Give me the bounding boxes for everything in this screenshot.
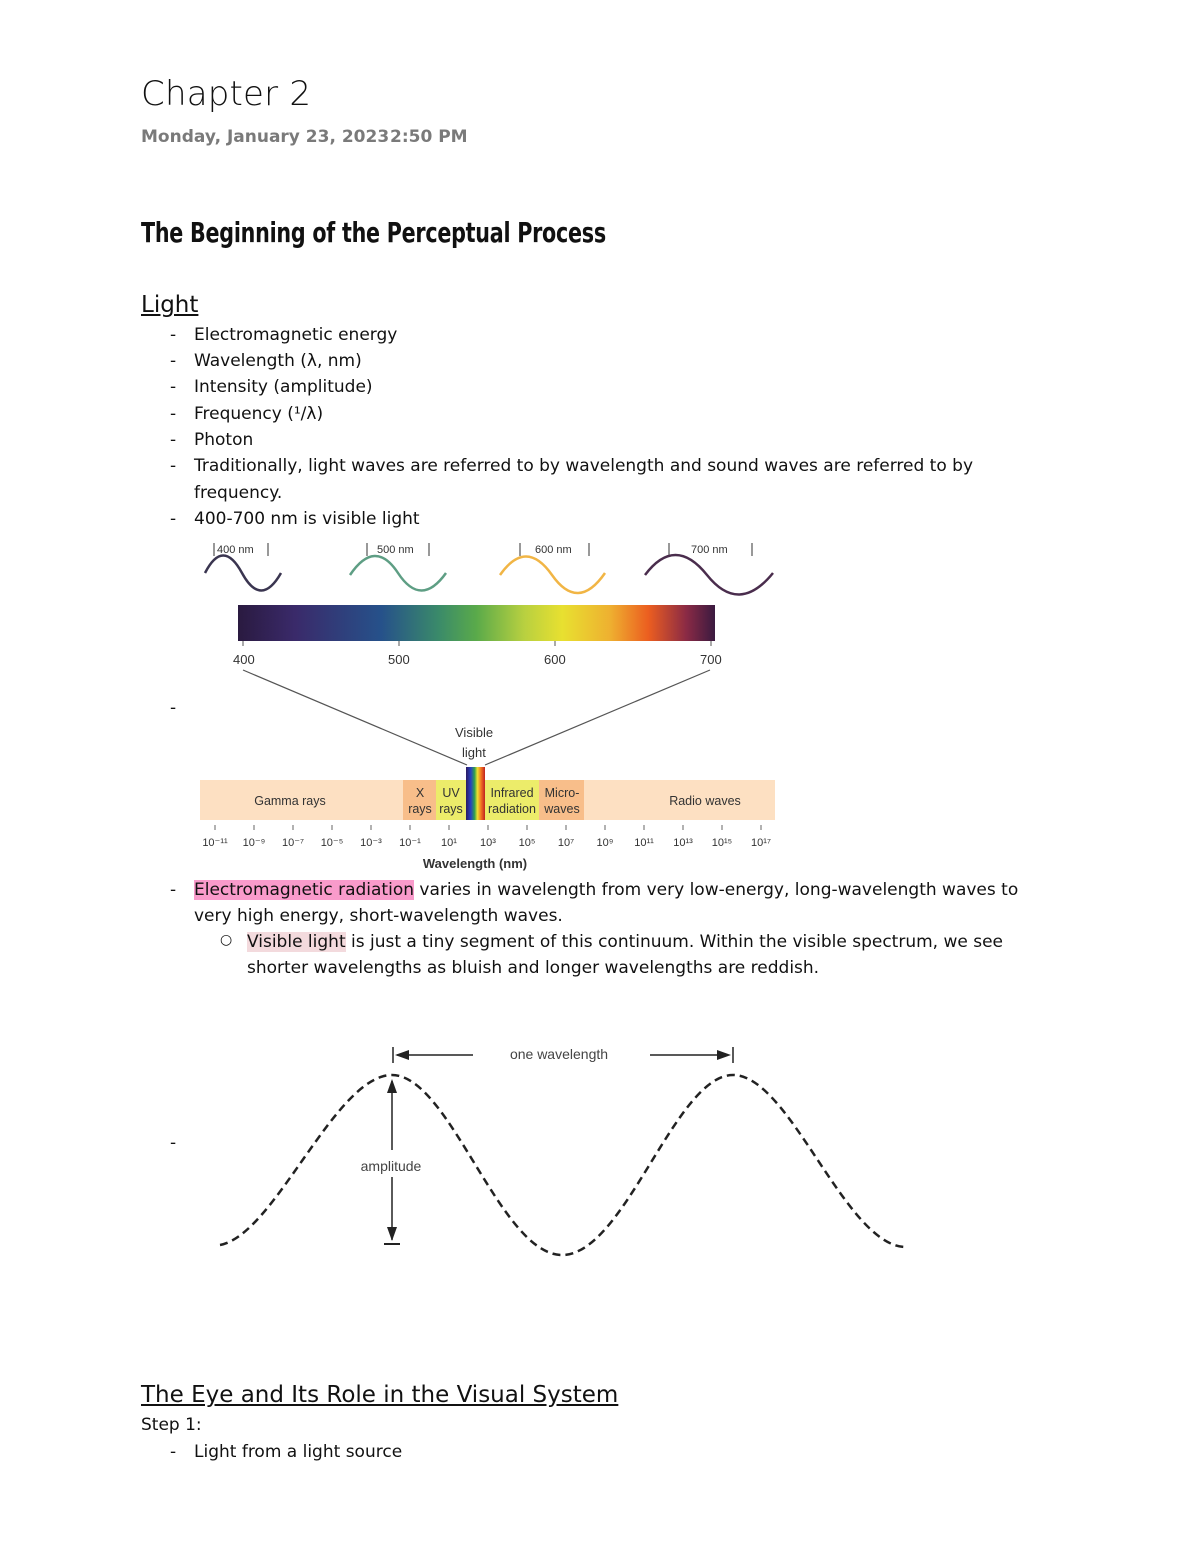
wave-600-icon bbox=[498, 555, 607, 595]
band-x: rays bbox=[408, 802, 432, 816]
wavelength-label: one wavelength bbox=[510, 1046, 608, 1062]
paragraph-text: varies in wavelength from very low-energ… bbox=[414, 880, 1019, 900]
tick-label: 10⁻⁵ bbox=[321, 837, 344, 849]
page-title: Chapter 2 bbox=[141, 74, 312, 114]
tick-label: 10⁻³ bbox=[360, 837, 382, 849]
tick-label: 10¹⁷ bbox=[751, 837, 771, 849]
visible-label: light bbox=[462, 745, 486, 760]
light-heading: Light bbox=[141, 292, 199, 318]
tick-label: 10⁻¹¹ bbox=[202, 837, 228, 849]
electromagnetic-spectrum-figure: 400 nm 500 nm 600 nm 700 nm 400 500 600 … bbox=[200, 543, 775, 871]
list-item: Intensity (amplitude) bbox=[194, 377, 373, 397]
paragraph-text: is just a tiny segment of this continuum… bbox=[345, 932, 1004, 952]
arrow-down-icon bbox=[387, 1227, 397, 1241]
list-item: Light from a light source bbox=[194, 1442, 403, 1462]
band-x: X bbox=[416, 786, 425, 800]
tick-label: 10¹ bbox=[441, 837, 457, 849]
tick-label: 10⁻⁹ bbox=[243, 837, 266, 849]
visible-light-paragraph: Visible light is just a tiny segment of … bbox=[247, 929, 1067, 981]
scale-label: 600 bbox=[544, 652, 566, 667]
visible-spectrum-bar bbox=[238, 605, 715, 641]
bullet-dash: - bbox=[170, 698, 177, 718]
bullet-dash: - bbox=[170, 325, 177, 345]
wave-label-600: 600 nm bbox=[535, 544, 572, 556]
section-heading: The Beginning of the Perceptual Process bbox=[141, 216, 606, 249]
list-item: Traditionally, light waves are referred … bbox=[194, 456, 974, 476]
page-time: 2:50 PM bbox=[390, 127, 468, 147]
wave-400-icon bbox=[203, 554, 283, 592]
arrow-left-icon bbox=[395, 1050, 409, 1060]
dashed-wave bbox=[219, 1073, 906, 1257]
arrow-up-icon bbox=[387, 1079, 397, 1093]
paragraph-text: shorter wavelengths as bluish and longer… bbox=[247, 958, 820, 978]
list-item-continuation: frequency. bbox=[194, 483, 283, 503]
paragraph-text: very high energy, short-wavelength waves… bbox=[194, 906, 563, 926]
sub-bullet-marker: ○ bbox=[220, 932, 233, 948]
wave-label-400: 400 nm bbox=[217, 544, 254, 556]
bullet-dash: - bbox=[170, 351, 177, 371]
axis-label: Wavelength (nm) bbox=[423, 856, 527, 871]
list-item: Electromagnetic energy bbox=[194, 325, 398, 345]
scale-label: 500 bbox=[388, 652, 410, 667]
bullet-dash: - bbox=[170, 1133, 177, 1153]
wavelength-amplitude-diagram: one wavelength amplitude bbox=[219, 1046, 906, 1257]
tick-label: 10³ bbox=[480, 837, 496, 849]
band-uv: rays bbox=[439, 802, 463, 816]
highlighted-term: Electromagnetic radiation bbox=[194, 880, 414, 900]
wave-500-icon bbox=[348, 554, 448, 592]
tick-label: 10⁵ bbox=[519, 837, 536, 849]
highlighted-term: Visible light bbox=[247, 932, 346, 952]
band-gamma: Gamma rays bbox=[254, 794, 326, 808]
visible-label: Visible bbox=[455, 725, 493, 740]
list-item: Photon bbox=[194, 430, 254, 450]
amplitude-label: amplitude bbox=[361, 1158, 422, 1174]
visible-light-band bbox=[466, 767, 485, 820]
band-microwaves: Micro- bbox=[545, 786, 580, 800]
band-radio: Radio waves bbox=[669, 794, 741, 808]
tick-label: 10⁷ bbox=[558, 837, 574, 849]
arrow-right-icon bbox=[717, 1050, 731, 1060]
wave-label-500: 500 nm bbox=[377, 544, 414, 556]
wave-label-700: 700 nm bbox=[691, 544, 728, 556]
em-radiation-paragraph: Electromagnetic radiation varies in wave… bbox=[194, 877, 1074, 929]
band-microwaves: waves bbox=[543, 802, 579, 816]
eye-heading: The Eye and Its Role in the Visual Syste… bbox=[141, 1382, 619, 1408]
bullet-dash: - bbox=[170, 377, 177, 397]
tick-label: 10¹¹ bbox=[634, 837, 654, 849]
tick-label: 10¹³ bbox=[673, 837, 693, 849]
scale-label: 400 bbox=[233, 652, 255, 667]
band-uv: UV bbox=[442, 786, 460, 800]
scale-label: 700 bbox=[700, 652, 722, 667]
tick-label: 10⁻⁷ bbox=[282, 837, 304, 849]
bullet-dash: - bbox=[170, 880, 177, 900]
band-infrared: radiation bbox=[488, 802, 536, 816]
step-label: Step 1: bbox=[141, 1415, 202, 1435]
page-date: Monday, January 23, 2023 bbox=[141, 127, 390, 147]
tick-label: 10⁻¹ bbox=[399, 837, 421, 849]
list-item: 400-700 nm is visible light bbox=[194, 509, 420, 529]
tick-label: 10¹⁵ bbox=[712, 837, 732, 849]
bullet-dash: - bbox=[170, 509, 177, 529]
tick-label: 10⁹ bbox=[597, 837, 614, 849]
wave-700-icon bbox=[644, 553, 774, 596]
bullet-dash: - bbox=[170, 456, 177, 476]
list-item: Wavelength (λ, nm) bbox=[194, 351, 362, 371]
bullet-dash: - bbox=[170, 1442, 177, 1462]
list-item: Frequency (¹/λ) bbox=[194, 404, 324, 424]
band-infrared: Infrared bbox=[490, 786, 533, 800]
bullet-dash: - bbox=[170, 404, 177, 424]
bullet-dash: - bbox=[170, 430, 177, 450]
